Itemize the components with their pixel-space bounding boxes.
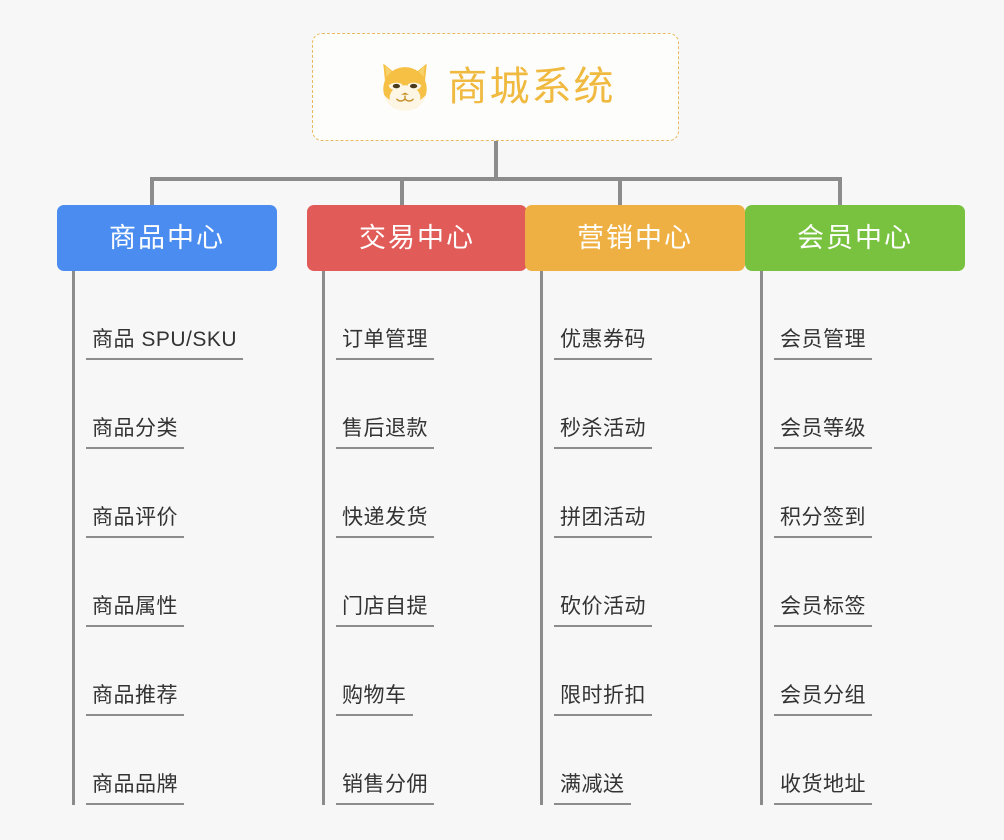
category-header-product-center[interactable]: 商品中心 xyxy=(57,205,277,271)
list-item[interactable]: 售后退款 xyxy=(307,360,527,449)
list-item[interactable]: 商品分类 xyxy=(57,360,277,449)
list-item[interactable]: 拼团活动 xyxy=(525,449,745,538)
list-item-label: 商品评价 xyxy=(92,506,178,529)
column-product-center: 商品中心 商品 SPU/SKU 商品分类 商品评价 商品属性 商品推荐 商品品牌 xyxy=(57,205,277,805)
list-item-label: 门店自提 xyxy=(342,595,428,618)
column-member-center: 会员中心 会员管理 会员等级 积分签到 会员标签 会员分组 收货地址 xyxy=(745,205,965,805)
list-item-label: 快递发货 xyxy=(342,506,428,529)
list-item-label: 积分签到 xyxy=(780,506,866,529)
list-item[interactable]: 满减送 xyxy=(525,716,745,805)
item-list-trade-center: 订单管理 售后退款 快递发货 门店自提 购物车 销售分佣 xyxy=(307,271,527,805)
category-label: 交易中心 xyxy=(359,222,475,253)
list-item[interactable]: 砍价活动 xyxy=(525,538,745,627)
column-spine xyxy=(760,271,763,805)
list-item[interactable]: 商品品牌 xyxy=(57,716,277,805)
category-header-marketing-center[interactable]: 营销中心 xyxy=(525,205,745,271)
list-item-label: 商品推荐 xyxy=(92,684,178,707)
column-trade-center: 交易中心 订单管理 售后退款 快递发货 门店自提 购物车 销售分佣 xyxy=(307,205,527,805)
list-item-label: 拼团活动 xyxy=(560,506,646,529)
list-item[interactable]: 订单管理 xyxy=(307,271,527,360)
item-list-product-center: 商品 SPU/SKU 商品分类 商品评价 商品属性 商品推荐 商品品牌 xyxy=(57,271,277,805)
list-item-label: 会员管理 xyxy=(780,328,866,351)
list-item[interactable]: 会员等级 xyxy=(745,360,965,449)
column-spine xyxy=(72,271,75,805)
list-item-label: 商品品牌 xyxy=(92,773,178,796)
column-spine xyxy=(322,271,325,805)
list-item-label: 满减送 xyxy=(560,773,625,796)
list-item[interactable]: 收货地址 xyxy=(745,716,965,805)
category-label: 会员中心 xyxy=(797,222,913,253)
column-marketing-center: 营销中心 优惠券码 秒杀活动 拼团活动 砍价活动 限时折扣 满减送 xyxy=(525,205,745,805)
list-item[interactable]: 商品属性 xyxy=(57,538,277,627)
item-list-member-center: 会员管理 会员等级 积分签到 会员标签 会员分组 收货地址 xyxy=(745,271,965,805)
list-item[interactable]: 积分签到 xyxy=(745,449,965,538)
list-item[interactable]: 销售分佣 xyxy=(307,716,527,805)
connector-root-stem xyxy=(494,141,498,179)
list-item-label: 销售分佣 xyxy=(342,773,428,796)
shiba-dog-icon xyxy=(382,63,427,111)
list-item[interactable]: 商品推荐 xyxy=(57,627,277,716)
list-item[interactable]: 限时折扣 xyxy=(525,627,745,716)
item-list-marketing-center: 优惠券码 秒杀活动 拼团活动 砍价活动 限时折扣 满减送 xyxy=(525,271,745,805)
list-item-label: 优惠券码 xyxy=(560,328,646,351)
list-item[interactable]: 会员分组 xyxy=(745,627,965,716)
list-item-label: 售后退款 xyxy=(342,417,428,440)
list-item-label: 商品 SPU/SKU xyxy=(92,328,238,351)
list-item-label: 商品分类 xyxy=(92,417,178,440)
list-item[interactable]: 商品 SPU/SKU xyxy=(57,271,277,360)
connector-drop-3 xyxy=(618,177,622,209)
connector-drop-2 xyxy=(400,177,404,209)
category-header-member-center[interactable]: 会员中心 xyxy=(745,205,965,271)
connector-drop-4 xyxy=(838,177,842,209)
list-item[interactable]: 快递发货 xyxy=(307,449,527,538)
category-header-trade-center[interactable]: 交易中心 xyxy=(307,205,527,271)
list-item-label: 购物车 xyxy=(342,684,407,707)
list-item-label: 商品属性 xyxy=(92,595,178,618)
column-spine xyxy=(540,271,543,805)
list-item-label: 会员标签 xyxy=(780,595,866,618)
list-item[interactable]: 购物车 xyxy=(307,627,527,716)
category-label: 商品中心 xyxy=(109,222,225,253)
list-item[interactable]: 优惠券码 xyxy=(525,271,745,360)
list-item-label: 会员分组 xyxy=(780,684,866,707)
list-item-label: 限时折扣 xyxy=(560,684,646,707)
list-item[interactable]: 会员管理 xyxy=(745,271,965,360)
list-item-label: 会员等级 xyxy=(780,417,866,440)
connector-drop-1 xyxy=(150,177,154,209)
list-item[interactable]: 会员标签 xyxy=(745,538,965,627)
list-item[interactable]: 商品评价 xyxy=(57,449,277,538)
list-item-label: 收货地址 xyxy=(780,773,866,796)
list-item-label: 砍价活动 xyxy=(560,595,646,618)
category-label: 营销中心 xyxy=(577,222,693,253)
root-title: 商城系统 xyxy=(447,65,616,109)
list-item[interactable]: 门店自提 xyxy=(307,538,527,627)
list-item-label: 订单管理 xyxy=(342,328,428,351)
list-item[interactable]: 秒杀活动 xyxy=(525,360,745,449)
root-node[interactable]: 商城系统 xyxy=(312,33,679,141)
list-item-label: 秒杀活动 xyxy=(560,417,646,440)
connector-horizontal-bus xyxy=(150,177,842,181)
